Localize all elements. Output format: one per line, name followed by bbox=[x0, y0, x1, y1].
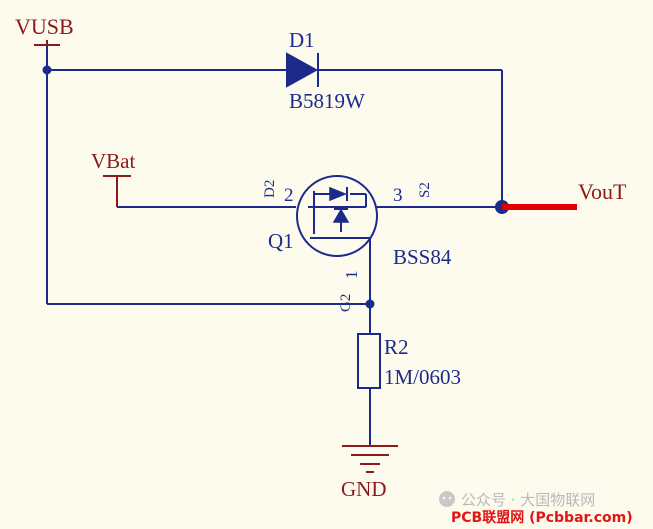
watermark-site: PCB联盟网 (Pcbbar.com) bbox=[451, 510, 633, 526]
watermark: 公众号 · 大国物联网 PCB联盟网 (Pcbbar.com) bbox=[439, 491, 633, 526]
q1-pin1-name: G2 bbox=[338, 294, 354, 312]
top-rail bbox=[42, 65, 503, 207]
left-rail bbox=[46, 70, 375, 309]
q1-value: BSS84 bbox=[393, 245, 452, 269]
q1-pin3-name: S2 bbox=[417, 182, 433, 198]
vout-label: VouT bbox=[578, 179, 627, 204]
vusb-port: VUSB bbox=[15, 14, 74, 70]
r2-ref: R2 bbox=[384, 335, 409, 359]
mosfet-q1: 2 D2 3 S2 1 G2 Q1 BSS84 bbox=[262, 175, 452, 312]
d1-ref: D1 bbox=[289, 28, 315, 52]
q1-pin3-number: 3 bbox=[393, 185, 403, 206]
q1-pin1-number: 1 bbox=[342, 271, 361, 280]
q1-pin2-name: D2 bbox=[262, 180, 278, 198]
vbat-port: VBat bbox=[91, 149, 296, 208]
d1-value: B5819W bbox=[289, 89, 365, 113]
watermark-wechat: 公众号 · 大国物联网 bbox=[461, 491, 595, 509]
gnd-label: GND bbox=[341, 477, 387, 501]
resistor-r2: R2 1M/0603 bbox=[357, 304, 461, 446]
r2-value: 1M/0603 bbox=[384, 365, 461, 389]
wechat-icon bbox=[439, 491, 455, 507]
vout-net: VouT bbox=[377, 179, 627, 214]
q1-ref: Q1 bbox=[268, 229, 294, 253]
vusb-label: VUSB bbox=[15, 14, 74, 39]
q1-pin2-number: 2 bbox=[284, 185, 294, 206]
ground-symbol: GND bbox=[341, 445, 398, 501]
vbat-label: VBat bbox=[91, 149, 135, 173]
diode-d1: D1 B5819W bbox=[262, 28, 365, 113]
